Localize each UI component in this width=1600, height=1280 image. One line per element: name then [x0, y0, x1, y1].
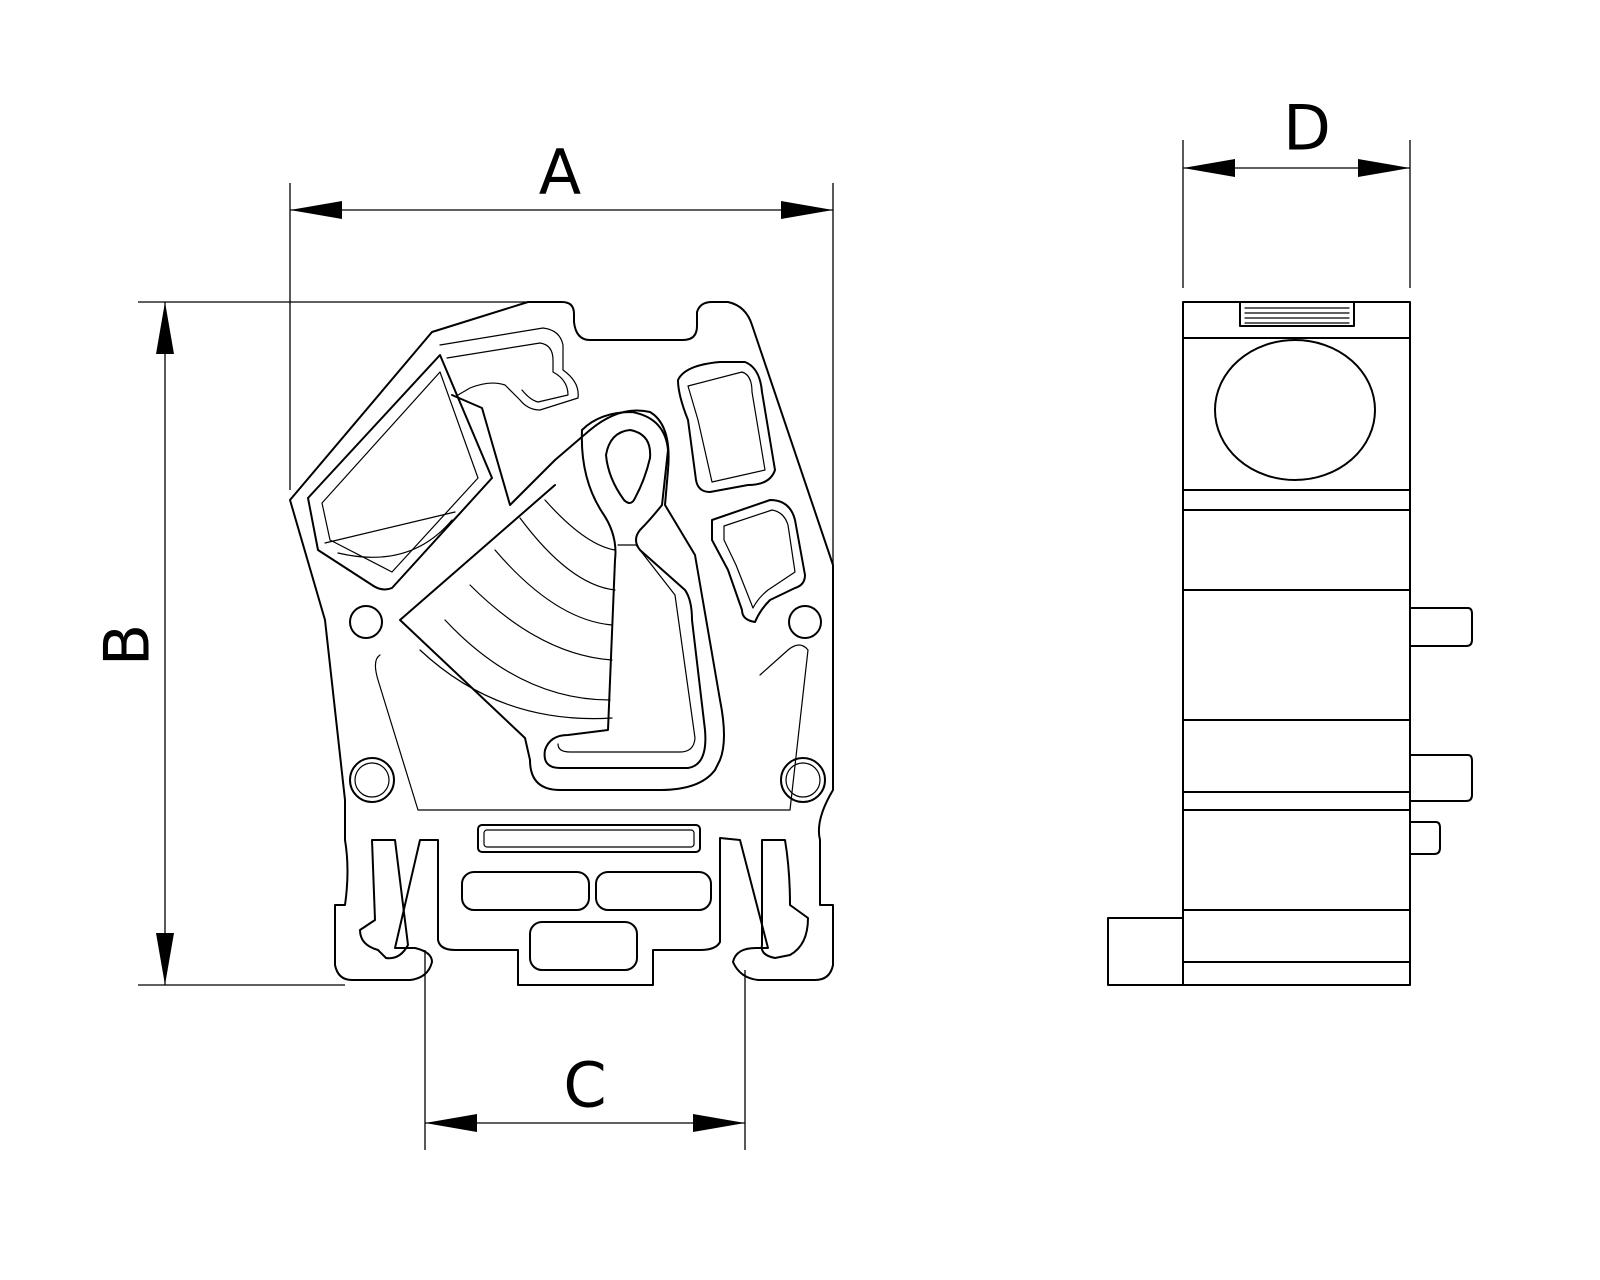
base-slot-left — [461, 871, 590, 911]
mount-hole-lower-right — [780, 757, 826, 803]
dimension-b-arrow-bottom — [156, 933, 174, 985]
mount-hole-lower-left-inner — [354, 762, 390, 798]
wire-entry-ellipse — [1214, 339, 1376, 481]
right-lower-window-inner — [723, 509, 796, 609]
mount-hole-lower-right-inner — [785, 762, 821, 798]
left-wedge-curve — [337, 519, 453, 558]
base-slot-bottom — [529, 921, 638, 971]
lever-stem — [557, 544, 696, 753]
dimension-b-arrow-top — [156, 302, 174, 354]
spring-arc-5 — [419, 649, 613, 720]
front-view-outline — [289, 301, 834, 986]
dimension-d-arrow-left — [1183, 159, 1235, 177]
side-view-body — [1182, 301, 1411, 986]
dimension-c: C — [424, 950, 746, 1150]
lower-chamber — [374, 644, 809, 811]
top-inner-channel-2 — [446, 342, 569, 403]
dimension-c-arrow-right — [693, 1114, 745, 1132]
top-grip — [1239, 301, 1355, 327]
spring-arc-6 — [544, 499, 616, 551]
dimension-d: D — [1182, 92, 1411, 288]
mount-hole-upper-left — [349, 605, 383, 639]
dimension-b: B — [91, 301, 528, 986]
top-inner-channel — [439, 327, 579, 411]
side-pin-middle — [1409, 754, 1473, 802]
right-lower-window — [711, 499, 806, 623]
mount-hole-lower-left — [349, 757, 395, 803]
side-pin-lower — [1409, 821, 1441, 855]
dimension-a: A — [289, 136, 834, 565]
clamp-lever-body — [399, 394, 725, 791]
side-pin-upper — [1409, 607, 1473, 647]
base-slot-top-inner — [483, 829, 695, 848]
left-wedge-inner — [321, 371, 479, 573]
right-foot — [760, 839, 809, 959]
side-foot — [1107, 917, 1184, 986]
spring-arc-1 — [519, 517, 616, 591]
left-wedge-cavity — [307, 354, 493, 591]
dimension-c-label: C — [563, 1049, 606, 1122]
dimension-a-arrow-left — [290, 201, 342, 219]
teardrop-lever — [543, 411, 707, 769]
front-view — [289, 301, 834, 986]
right-upper-window — [677, 361, 776, 493]
dimension-b-label: B — [91, 624, 164, 667]
dimension-d-label: D — [1283, 92, 1331, 165]
teardrop-eye — [605, 429, 652, 504]
dimension-a-arrow-right — [781, 201, 833, 219]
base-slot-top — [477, 824, 701, 853]
dimension-d-arrow-right — [1358, 159, 1410, 177]
side-view — [1107, 301, 1473, 986]
spring-arc-2 — [494, 549, 613, 626]
spring-arc-3 — [469, 584, 613, 661]
left-wedge-line — [324, 511, 456, 544]
mount-hole-upper-right — [788, 605, 822, 639]
left-foot — [359, 839, 409, 960]
right-upper-window-inner — [687, 371, 766, 483]
base-slot-right — [595, 871, 712, 911]
spring-arc-4 — [444, 619, 611, 701]
dimension-a-label: A — [539, 136, 581, 209]
dimension-c-arrow-left — [425, 1114, 477, 1132]
